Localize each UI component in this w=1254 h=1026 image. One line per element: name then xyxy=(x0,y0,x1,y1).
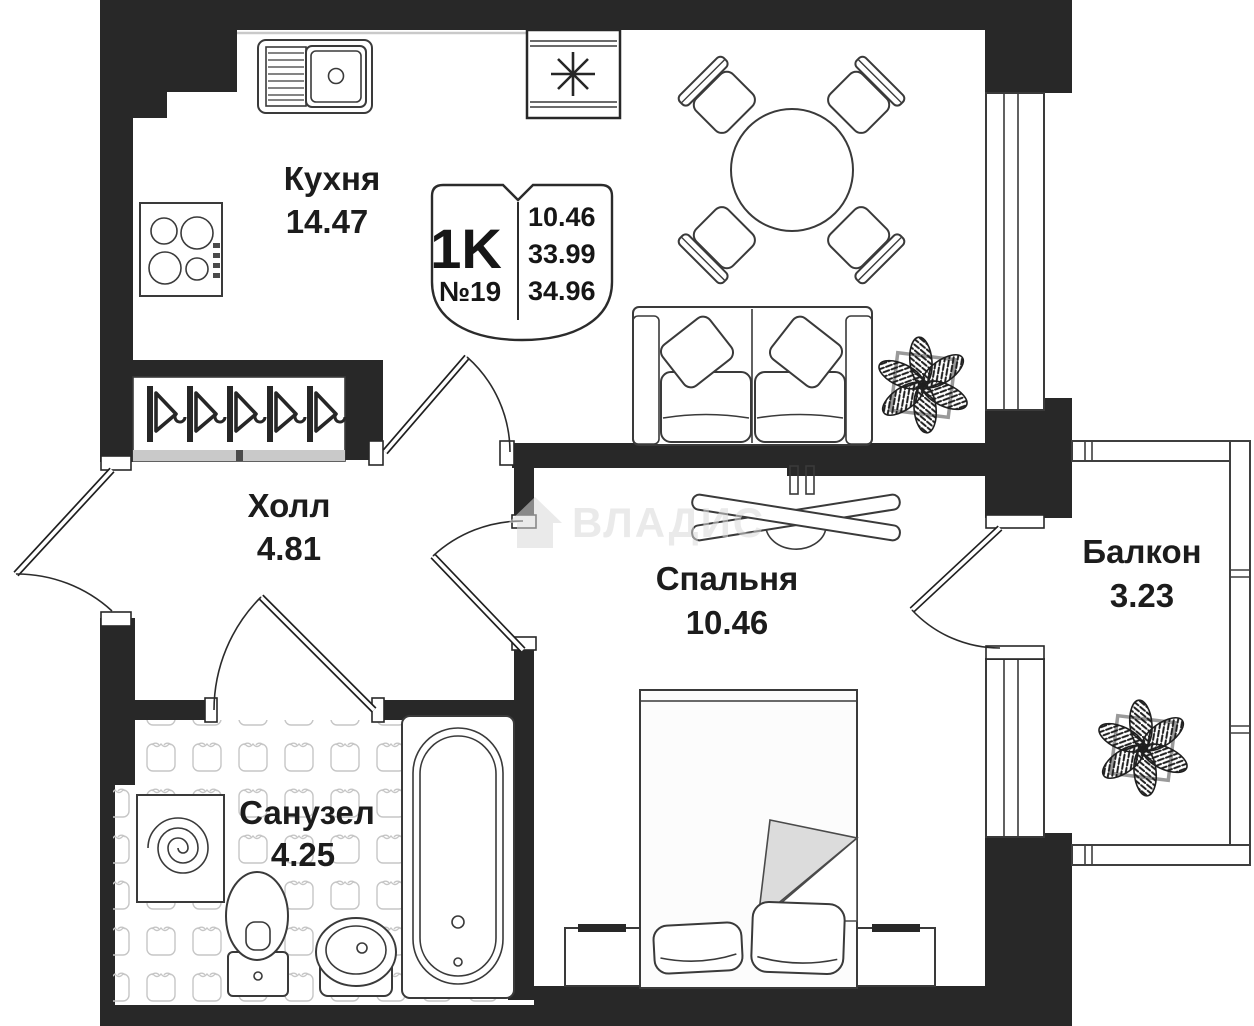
entrance-door xyxy=(13,467,115,612)
pillow-icon xyxy=(750,900,846,976)
badge-value-living: 33.99 xyxy=(528,239,596,269)
watermark: ВЛАДИС xyxy=(508,497,765,548)
badge-value-total: 34.96 xyxy=(528,276,596,306)
nightstand-icon xyxy=(856,924,936,987)
seat-cushion xyxy=(754,371,846,443)
room-area-balcony: 3.23 xyxy=(1110,577,1174,614)
badge-unit-number: №19 xyxy=(439,276,501,307)
unit-badge: 1K №19 10.46 33.99 34.96 xyxy=(430,183,614,342)
room-area-hall: 4.81 xyxy=(257,530,321,567)
ventilation-shaft-icon xyxy=(525,28,622,120)
balcony-railing xyxy=(1071,440,1251,866)
toilet-icon xyxy=(225,871,289,997)
room-area-bathroom: 4.25 xyxy=(271,836,335,873)
door-jambs xyxy=(100,440,1045,723)
dining-set xyxy=(675,53,908,287)
walls xyxy=(100,0,1072,1026)
nightstand-icon xyxy=(564,924,641,987)
plant-icon xyxy=(873,334,973,436)
pillow-icon xyxy=(659,315,735,389)
watermark-text: ВЛАДИС xyxy=(572,499,765,546)
bedroom-window xyxy=(985,658,1045,838)
washing-machine-icon xyxy=(136,794,225,903)
blanket-fold xyxy=(756,819,859,922)
bathroom-door xyxy=(213,594,377,713)
cooktop-icon xyxy=(139,202,223,297)
plant-icon xyxy=(1093,697,1193,799)
badge-unit-type: 1K xyxy=(430,217,502,280)
room-label-bedroom: Спальня xyxy=(656,560,799,597)
room-label-hall: Холл xyxy=(248,487,331,524)
room-label-balcony: Балкон xyxy=(1082,533,1201,570)
kitchen-door xyxy=(382,354,511,455)
badge-value-room: 10.46 xyxy=(528,202,596,232)
bathroom-sink-icon xyxy=(315,917,397,997)
bathtub-icon xyxy=(401,715,515,999)
wardrobe-icon xyxy=(132,376,345,462)
pillow-icon xyxy=(768,315,844,389)
bed-icon xyxy=(639,689,859,989)
room-area-bedroom: 10.46 xyxy=(686,604,769,641)
room-label-kitchen: Кухня xyxy=(284,160,380,197)
seat-cushion xyxy=(660,371,752,443)
dining-table-icon xyxy=(730,108,854,232)
balcony-door xyxy=(909,525,1003,649)
room-area-kitchen: 14.47 xyxy=(286,203,369,240)
kitchen-sink-icon xyxy=(257,39,373,114)
room-label-bathroom: Санузел xyxy=(239,794,375,831)
vent-star-icon xyxy=(551,52,595,96)
pillow-icon xyxy=(652,921,744,975)
living-window xyxy=(985,92,1045,411)
bedroom-door xyxy=(430,520,526,653)
room-labels: Кухня 14.47 Холл 4.81 Спальня 10.46 Сану… xyxy=(239,160,1201,873)
sofa-icon xyxy=(632,306,873,446)
wall-tv-icon xyxy=(691,465,901,550)
house-icon xyxy=(508,497,562,548)
